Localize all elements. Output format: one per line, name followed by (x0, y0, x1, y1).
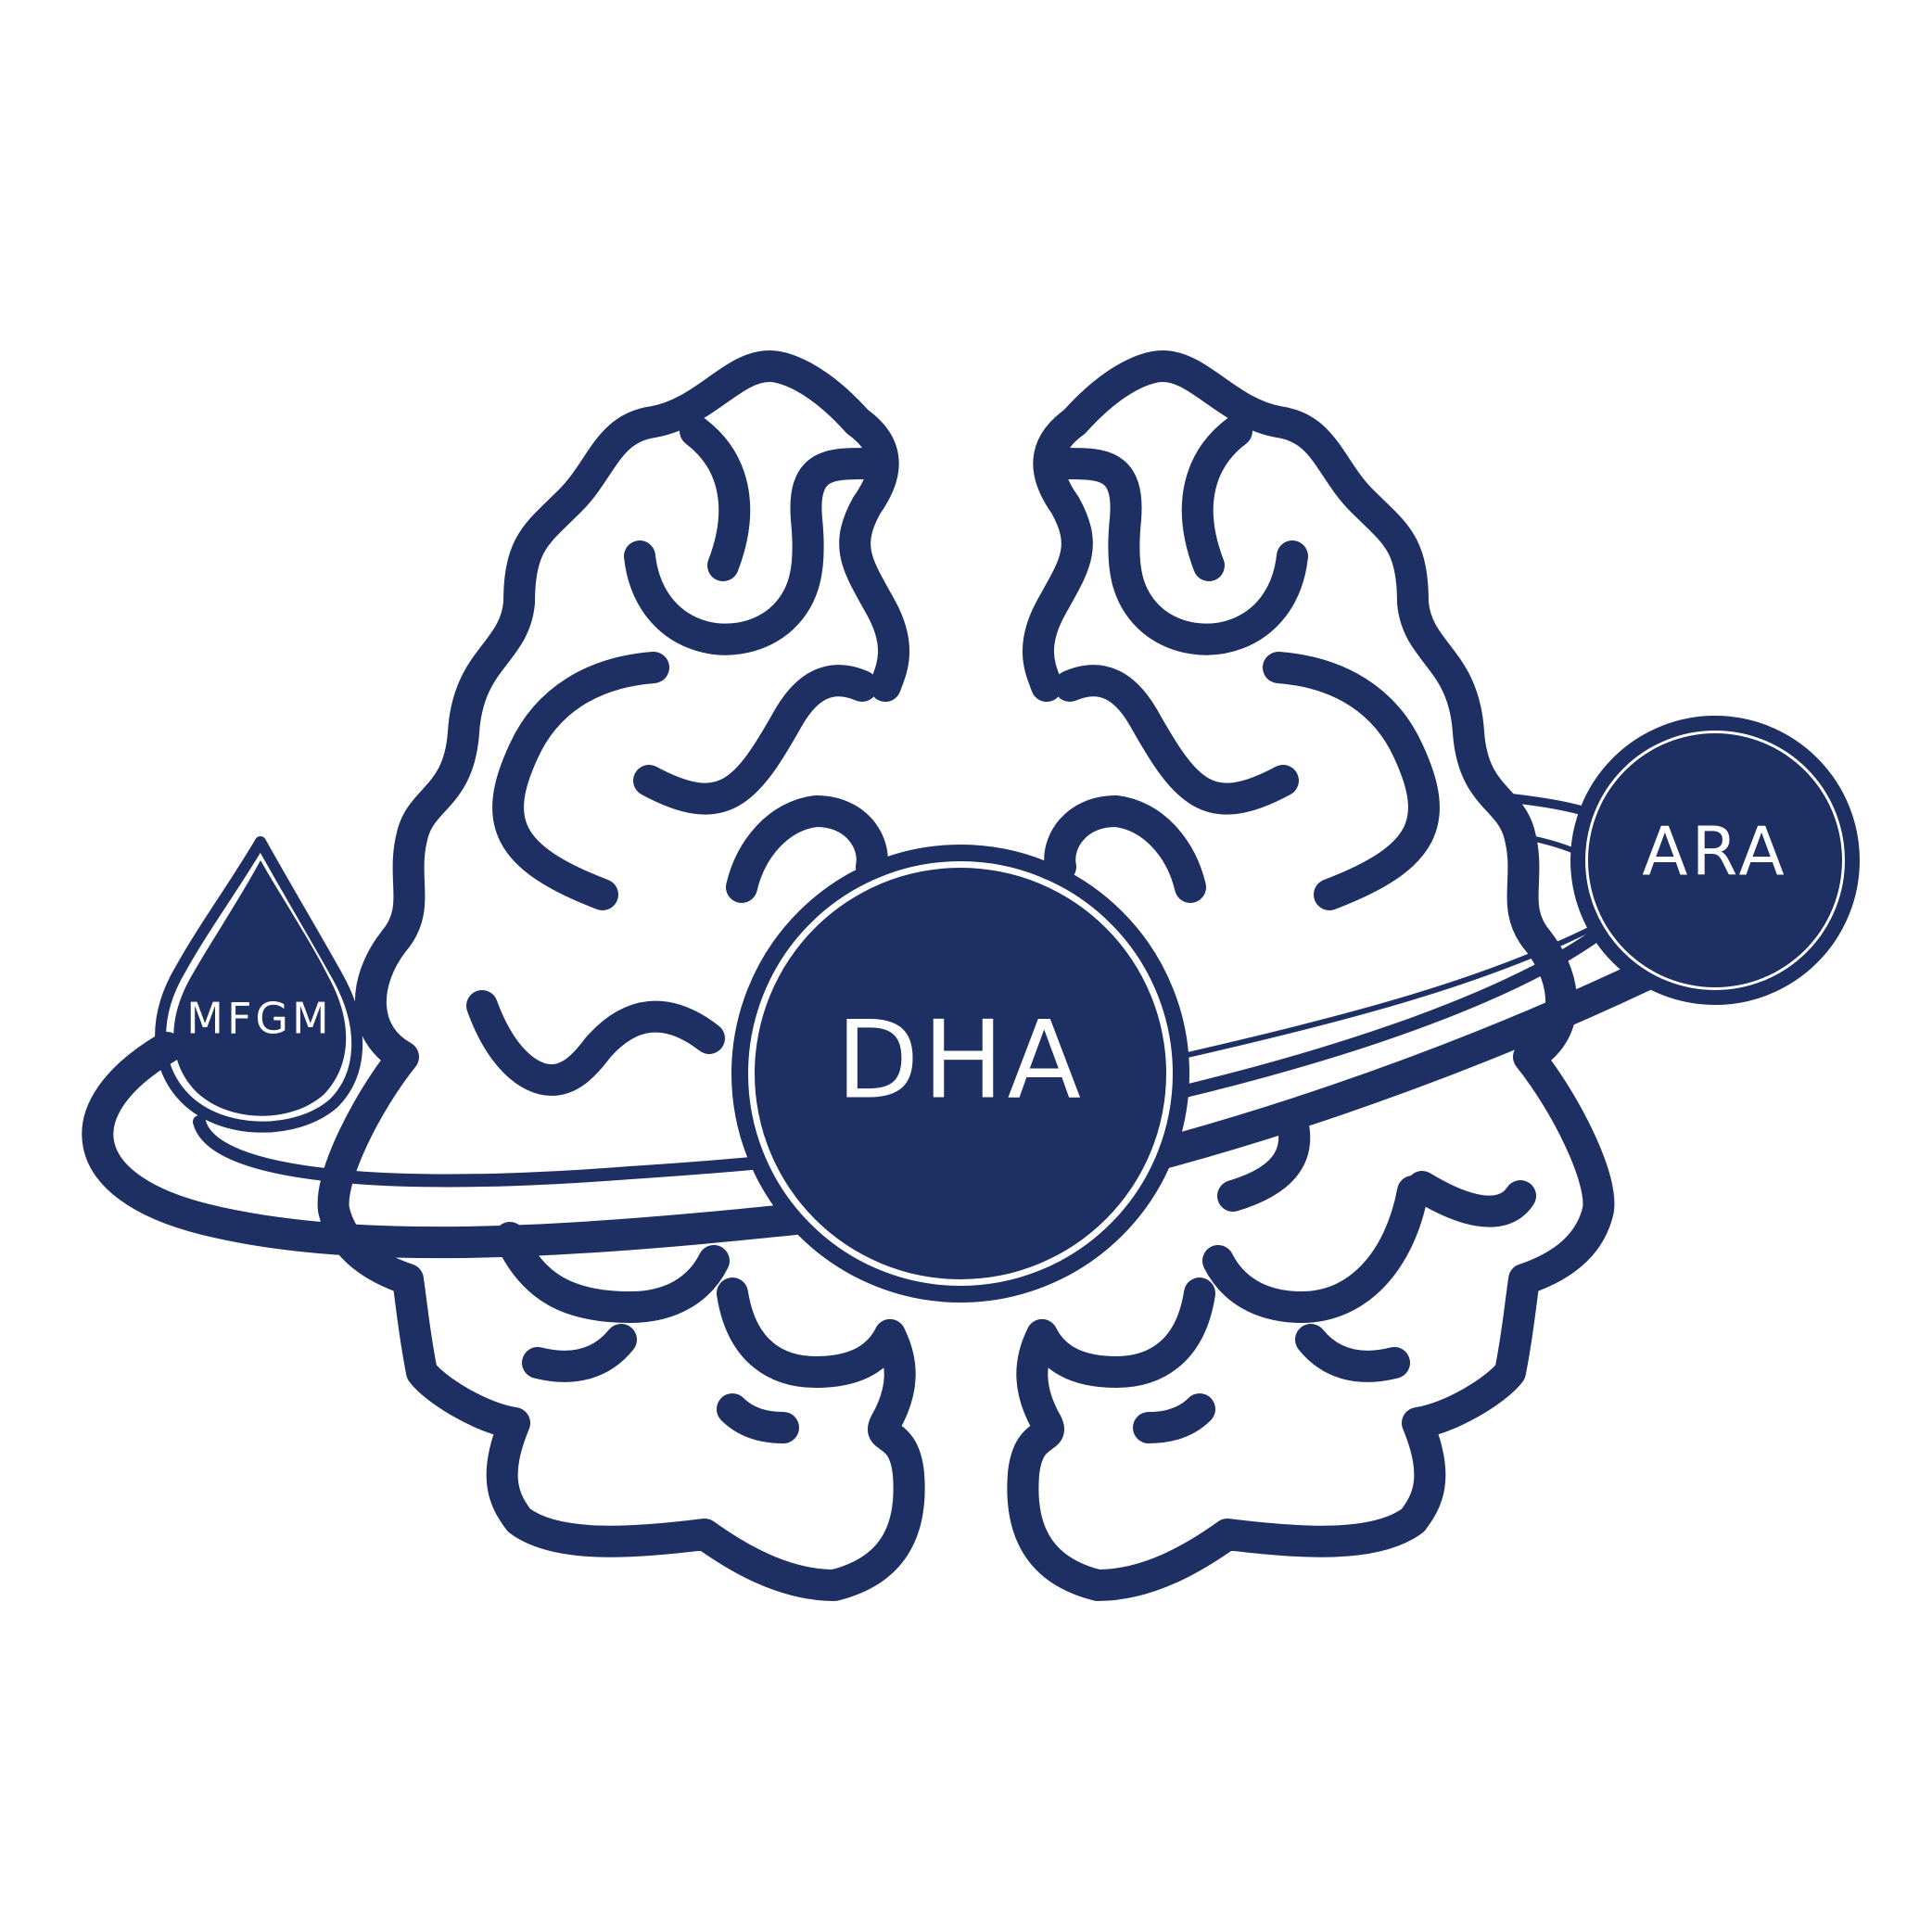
left-fold-6 (466, 990, 725, 1096)
left-inner-edge (839, 406, 909, 702)
right-fold-1 (1181, 415, 1252, 581)
dha-label: DHA (836, 998, 1085, 1124)
right-fold-8 (1202, 1176, 1429, 1323)
right-fold-5 (1044, 795, 1206, 903)
left-fold-3 (492, 652, 669, 910)
left-fold-4 (633, 665, 878, 815)
right-fold-2 (1049, 448, 1308, 655)
left-fold-10 (717, 1393, 799, 1443)
left-fold-2 (624, 448, 883, 655)
right-fold-10 (1295, 1324, 1410, 1382)
ara-node: ARA (1570, 716, 1860, 1005)
orbit-band-outer (82, 930, 1722, 1259)
brain-illustration (317, 350, 1615, 1601)
right-fold-11 (1133, 1393, 1215, 1443)
left-fold-7 (494, 1222, 730, 1323)
right-inner-edge (1023, 406, 1093, 702)
left-hemisphere-outline (317, 350, 925, 1601)
ara-label: ARA (1642, 813, 1788, 891)
left-fold-1 (680, 415, 751, 581)
left-fold-8 (717, 1277, 906, 1388)
mfgm-droplet-outline (155, 836, 363, 1133)
right-fold-9 (1026, 1277, 1215, 1388)
mfgm-label: MFGM (186, 994, 332, 1044)
dha-inner-circle (755, 868, 1166, 1279)
left-fold-9 (522, 1324, 637, 1382)
dha-node: DHA (731, 845, 1189, 1303)
mfgm-droplet: MFGM (155, 836, 363, 1133)
right-fold-3 (1263, 652, 1440, 910)
ara-inner-circle (1588, 733, 1842, 987)
right-fold-4 (1054, 665, 1299, 815)
mfgm-droplet-fill (173, 860, 347, 1116)
right-hemisphere-outline (1007, 350, 1615, 1601)
right-fold-7 (1406, 1171, 1536, 1227)
orbit-thin-line (1156, 924, 1597, 1064)
left-fold-5 (726, 795, 888, 903)
right-fold-6 (1217, 1106, 1311, 1212)
